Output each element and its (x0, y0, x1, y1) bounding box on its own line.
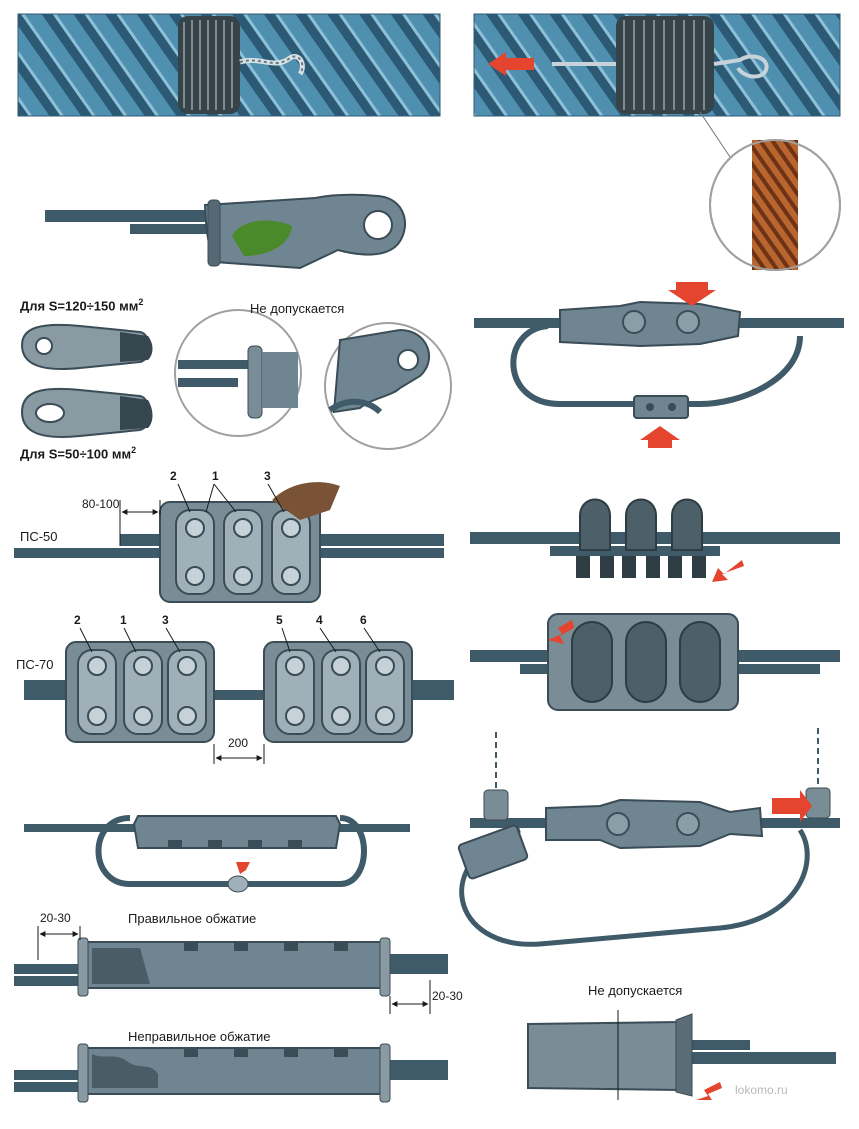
not-allowed-detail-1 (174, 309, 302, 437)
ps70-number: 4 (316, 613, 323, 627)
label-not-allowed-bottom: Не допускается (588, 983, 683, 998)
rope-binding-left (17, 13, 441, 117)
ubolt-clamp-top (470, 498, 840, 582)
label-not-allowed-top: Не допускается (250, 301, 345, 316)
pull-arrow-icon (488, 52, 534, 76)
label-ps50: ПС-50 (20, 529, 58, 544)
correct-crimp (14, 926, 448, 1014)
dim-20-30-left: 20-30 (40, 911, 71, 925)
ps50-number: 1 (212, 469, 219, 483)
ubolt-clamp-bottom (470, 613, 840, 711)
ps50-clamp (14, 482, 444, 603)
press-arrow-icon (712, 560, 744, 582)
press-arrow-up-icon (640, 426, 680, 448)
label-s50-sup: 2 (131, 445, 137, 455)
ps70-number: 6 (360, 613, 367, 627)
suspended-clamp (457, 728, 840, 947)
dim-80-100: 80-100 (82, 497, 120, 511)
copper-core-detail (709, 139, 841, 271)
sleeve-not-allowed (527, 1010, 836, 1100)
ps70-clamp (24, 627, 454, 764)
ps70-number: 1 (120, 613, 127, 627)
ps70-number: 3 (162, 613, 169, 627)
sleeve-arrow-icon (696, 1082, 722, 1100)
crimp-loop (24, 815, 410, 893)
label-ps70: ПС-70 (16, 657, 54, 672)
label-s50-text: Для S=50÷100 мм (20, 446, 132, 462)
label-incorrect-crimp: Неправильное обжатие (128, 1029, 271, 1044)
ps70-number: 5 (276, 613, 283, 627)
press-arrow-right-icon (772, 790, 812, 822)
lug-s50 (20, 387, 153, 438)
ps50-number: 2 (170, 469, 177, 483)
incorrect-crimp (14, 1043, 448, 1103)
ps70-number: 2 (74, 613, 81, 627)
label-s50: Для S=50÷100 мм2 (20, 445, 137, 462)
wrench-hand-icon (272, 482, 340, 520)
label-s120: Для S=120÷150 мм2 (20, 297, 144, 314)
label-s120-text: Для S=120÷150 мм (20, 298, 139, 314)
loop-connector (474, 282, 844, 448)
press-arrow-icon-2 (548, 620, 574, 644)
not-allowed-detail-2 (324, 322, 452, 450)
dim-20-30-right: 20-30 (432, 989, 463, 1003)
rope-binding-right (473, 13, 841, 161)
cable-clamp (45, 193, 407, 270)
label-correct-crimp: Правильное обжатие (128, 911, 257, 926)
watermark: lokomo.ru (735, 1083, 788, 1097)
dim-200: 200 (228, 736, 249, 750)
crimp-arrow-icon (236, 862, 250, 874)
press-arrow-down-icon (668, 282, 716, 306)
lug-s120 (20, 323, 153, 370)
label-s120-sup: 2 (138, 297, 144, 307)
ps50-number: 3 (264, 469, 271, 483)
